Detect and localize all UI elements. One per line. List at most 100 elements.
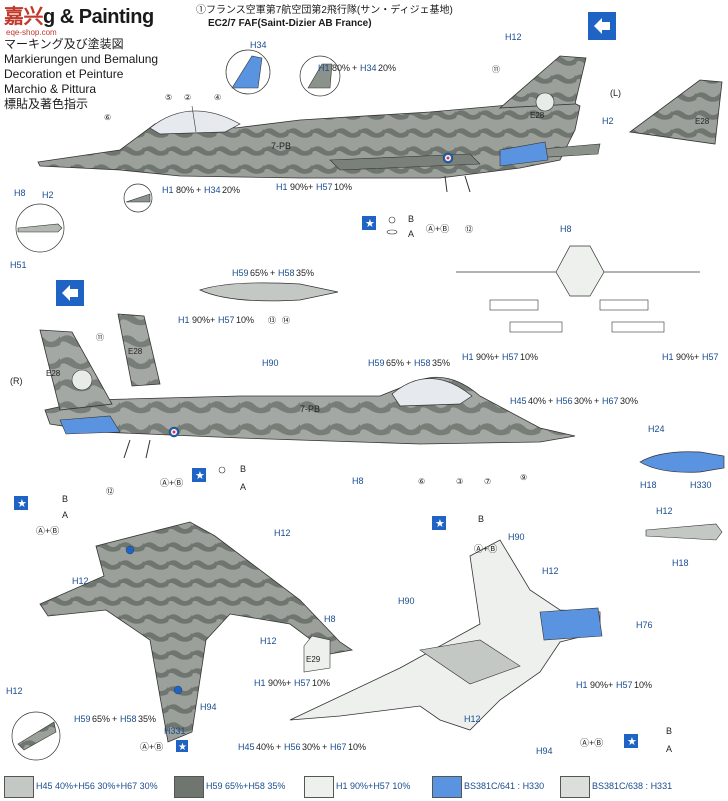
- color-legend: H45 40%+H56 30%+H67 30% H59 65%+H58 35% …: [0, 772, 728, 801]
- pct-35-c: 35%: [138, 714, 156, 724]
- label-a-4: A: [62, 510, 68, 520]
- subtitle-jp: マーキング及び塗装図: [4, 37, 124, 51]
- swatch-h45: [4, 776, 34, 798]
- label-h1-nose: H1: [162, 185, 174, 195]
- subtitle-de: Markierungen und Bemalung: [4, 52, 159, 66]
- fin-closeup-1: [225, 49, 271, 95]
- unit-caption-jp: ①フランス空軍第7航空団第2飛行隊(サン・ディジェ基地): [196, 5, 453, 16]
- label-ab-5: Ⓐ+Ⓑ: [474, 544, 497, 554]
- label-b-6: B: [666, 726, 672, 736]
- pct-90-b: 90%: [192, 315, 210, 325]
- watermark-site: eqe-shop.com: [6, 28, 57, 37]
- ref-6-mid: ⑥: [418, 477, 425, 486]
- pct-10-c: 10%: [520, 352, 538, 362]
- label-r: (R): [10, 376, 23, 386]
- pct-30-c: 30%: [302, 742, 320, 752]
- legend-h45: H45 40%+H56 30%+H67 30%: [36, 781, 158, 791]
- legend-h330: BS381C/641 : H330: [464, 781, 545, 791]
- ref-12-top: ⑫: [465, 225, 473, 234]
- label-h94-top: H94: [200, 702, 217, 712]
- pct-65-a: 65%: [250, 268, 268, 278]
- ref-5: ⑤: [165, 93, 172, 102]
- pct-90-f: 90%: [590, 680, 608, 690]
- fin-closeup-3: [123, 183, 153, 213]
- label-h94-bottom: H94: [536, 746, 553, 756]
- label-h90-bottom-2: H90: [398, 596, 415, 606]
- plus-a: +: [352, 63, 357, 73]
- plus-g: +: [694, 352, 699, 362]
- label-h57-gear: H57: [294, 678, 311, 688]
- label-ab-bottom: Ⓐ+Ⓑ: [140, 742, 163, 752]
- label-b-1: B: [408, 214, 414, 224]
- pct-40-a: 40%: [528, 396, 546, 406]
- unit-caption: ①フランス空軍第7航空団第2飛行隊(サン・ディジェ基地) EC2/7 FAF(S…: [196, 4, 476, 30]
- label-h58-mid: H58: [414, 358, 431, 368]
- label-a-6: A: [666, 744, 672, 754]
- label-h56-mid: H56: [556, 396, 573, 406]
- pct-10-b: 10%: [236, 315, 254, 325]
- label-h1-tank: H1: [178, 315, 190, 325]
- ref-11-mid: ⑪: [96, 333, 104, 342]
- subtitle-fr: Decoration et Peinture: [4, 67, 124, 81]
- arrow-icon-top-right: [588, 12, 616, 40]
- plus-f: +: [494, 352, 499, 362]
- label-l: (L): [610, 88, 621, 98]
- label-ab-4: Ⓐ+Ⓑ: [36, 526, 59, 536]
- subtitle-it: Marchio & Pittura: [4, 82, 97, 96]
- plus-j: +: [594, 396, 599, 406]
- side-code-left: 7-PB: [271, 141, 291, 151]
- unit-caption-en: EC2/7 FAF(Saint-Dizier AB France): [208, 18, 372, 29]
- label-h12-bottom-2: H12: [464, 714, 481, 724]
- tail-code-right-2: E28: [128, 347, 143, 356]
- label-h1-bottom: H1: [576, 680, 588, 690]
- star-decal-5: ★ B Ⓐ+Ⓑ: [432, 514, 497, 554]
- label-h67-bottom: H67: [330, 742, 347, 752]
- pct-10-e: 10%: [634, 680, 652, 690]
- svg-text:★: ★: [627, 735, 637, 748]
- label-h58-top: H58: [120, 714, 137, 724]
- pct-35-b: 35%: [432, 358, 450, 368]
- label-h57-front-r: H57: [702, 352, 719, 362]
- pct-90-d: 90%: [676, 352, 694, 362]
- plus-n: +: [276, 742, 281, 752]
- pct-90-c: 90%: [476, 352, 494, 362]
- swatch-h59: [174, 776, 204, 798]
- label-h34-top: H34: [250, 40, 267, 50]
- star-decal-3: ★: [176, 740, 188, 753]
- pct-20-a: 20%: [378, 63, 396, 73]
- label-h57-bottom: H57: [616, 680, 633, 690]
- label-h8-mid: H8: [352, 476, 364, 486]
- nose-gear-detail: H8 E29 H1 90% + H57 10%: [254, 614, 336, 688]
- plus-h: +: [406, 358, 411, 368]
- label-h67-mid: H67: [602, 396, 619, 406]
- ref-3: ③: [456, 477, 463, 486]
- front-view: H1 90% + H57 10% H1 90% + H57: [456, 245, 719, 362]
- pct-10-d: 10%: [312, 678, 330, 688]
- plus-i: +: [548, 396, 553, 406]
- tail-code-left: E28: [530, 111, 545, 120]
- label-h1-front-r: H1: [662, 352, 674, 362]
- ref-4: ④: [214, 93, 221, 102]
- label-h12-bottom: H12: [542, 566, 559, 576]
- label-h45-bottom: H45: [238, 742, 255, 752]
- plus-d: +: [270, 268, 275, 278]
- svg-text:★: ★: [435, 517, 445, 530]
- label-h8-right: H8: [560, 224, 572, 234]
- plus-e: +: [210, 315, 215, 325]
- side-view-left: 7-PB E28: [37, 55, 601, 193]
- wingtip-detail: H12: [6, 686, 61, 761]
- ref-12-mid: ⑫: [106, 487, 114, 496]
- swatch-h331: [560, 776, 590, 798]
- plus-o: +: [322, 742, 327, 752]
- tail-detail-code: E28: [695, 117, 710, 126]
- label-h18-pylon: H18: [672, 558, 689, 568]
- star-decal-6: ★ B A: [624, 726, 672, 754]
- label-h330-tank: H330: [690, 480, 712, 490]
- label-h12-wing: H12: [72, 576, 89, 586]
- label-h59-top: H59: [74, 714, 91, 724]
- pct-20-b: 20%: [222, 185, 240, 195]
- label-h1-belly: H1: [276, 182, 288, 192]
- ref-6: ⑥: [104, 113, 111, 122]
- label-h90-bottom: H90: [508, 532, 525, 542]
